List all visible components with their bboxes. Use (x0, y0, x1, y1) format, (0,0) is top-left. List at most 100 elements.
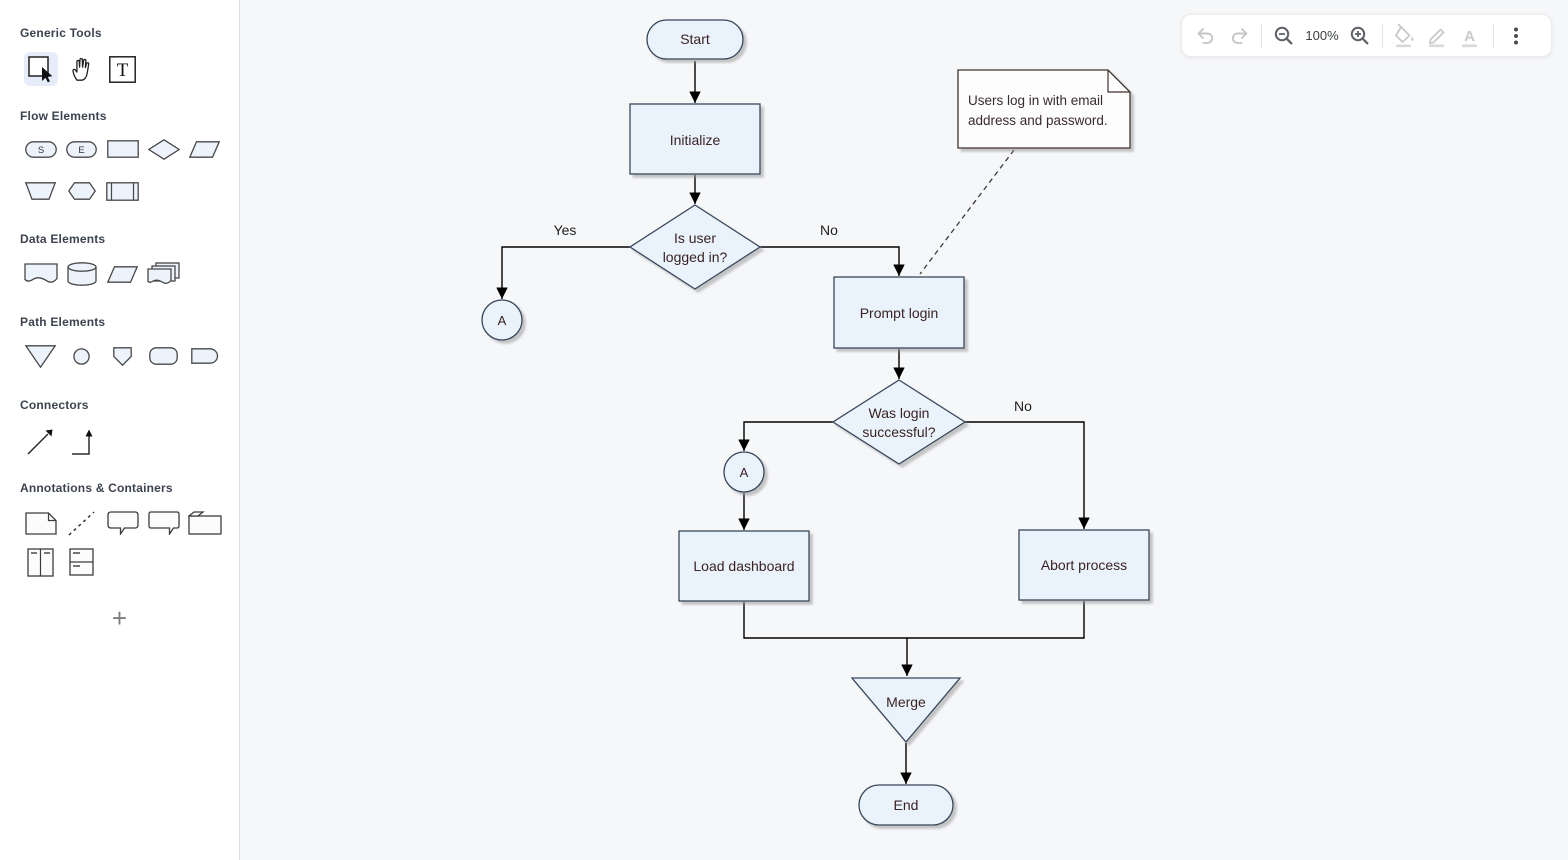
svg-text:E: E (78, 145, 84, 156)
undo-icon (1197, 27, 1214, 44)
toolbar-divider (1382, 23, 1383, 48)
selected-tool-highlight (23, 52, 58, 86)
svg-text:A: A (1464, 28, 1475, 45)
frame-corner-shape[interactable] (184, 510, 225, 536)
off-page-connector-shape[interactable] (102, 344, 143, 368)
node-decision-logged-in[interactable] (628, 204, 762, 290)
zoom-level-label: 100% (1305, 28, 1339, 43)
text-tool-icon: T (109, 55, 136, 83)
node-label: Initialize (670, 132, 721, 148)
zoom-out-icon (1274, 26, 1293, 44)
node-label: End (894, 797, 919, 813)
delay-shape[interactable] (184, 344, 225, 368)
section-title: Path Elements (20, 315, 106, 329)
document-shape[interactable] (20, 261, 61, 287)
node-label: Prompt login (860, 305, 939, 321)
node-connector-a2[interactable] (723, 451, 765, 493)
section-connectors: Connectors (20, 399, 233, 457)
add-shape-library-button[interactable]: + (111, 603, 128, 633)
note-shape[interactable] (20, 510, 61, 536)
section-flow-elements: Flow Elements S E (20, 110, 233, 201)
edge-decision1-yes-connector-a[interactable] (496, 246, 630, 299)
text-tool[interactable]: T (102, 51, 143, 87)
node-decision-login-successful[interactable] (831, 379, 967, 465)
node-abort-process[interactable] (1018, 529, 1150, 601)
node-connector-a1[interactable] (481, 299, 523, 341)
font-color-button[interactable]: A (1457, 22, 1485, 50)
vertical-container-shape[interactable] (20, 547, 61, 577)
callout-shape[interactable] (102, 510, 143, 536)
node-label: logged in? (663, 249, 728, 265)
zoom-in-button[interactable] (1346, 22, 1374, 50)
edge-decision1-no-prompt-login[interactable] (760, 246, 905, 276)
note-annotation[interactable] (957, 69, 1131, 149)
start-shape[interactable]: S (20, 139, 61, 159)
toolbar-divider (1261, 23, 1262, 48)
canvas-toolbar: 100% A (1181, 14, 1552, 57)
undo-button[interactable] (1192, 22, 1220, 50)
zoom-in-icon (1350, 26, 1369, 44)
pencil-icon (1428, 28, 1445, 47)
node-start[interactable] (646, 19, 744, 60)
manual-operation-shape[interactable] (20, 181, 61, 201)
dashed-line[interactable] (61, 510, 102, 536)
section-title: Data Elements (20, 232, 106, 246)
data-parallelogram-shape[interactable] (102, 261, 143, 287)
process-shape[interactable] (102, 139, 143, 159)
node-merge[interactable] (850, 677, 962, 744)
kebab-menu-icon (1514, 27, 1518, 44)
node-prompt-login[interactable] (833, 276, 965, 349)
decision-shape[interactable] (143, 138, 184, 160)
end-shape[interactable]: E (61, 139, 102, 159)
preparation-hexagon-shape[interactable] (61, 181, 102, 201)
merge-triangle-shape[interactable] (20, 344, 61, 368)
redo-button[interactable] (1225, 22, 1253, 50)
redo-icon (1231, 27, 1248, 44)
connector-circle-shape[interactable] (61, 344, 102, 368)
edge-decision2-connector-a[interactable] (738, 421, 833, 451)
predefined-process-shape[interactable] (102, 181, 143, 201)
io-parallelogram-shape[interactable] (184, 139, 225, 159)
node-initialize[interactable] (629, 103, 761, 175)
node-label: Load dashboard (693, 558, 794, 574)
note-text-line1: Users log in with email (968, 93, 1103, 108)
shape-palette-sidebar: Generic Tools (0, 0, 240, 860)
node-end[interactable] (858, 784, 954, 826)
more-options-button[interactable] (1502, 22, 1530, 50)
section-title: Connectors (20, 398, 89, 412)
straight-arrow-connector[interactable] (20, 425, 61, 457)
diagram-canvas[interactable]: Start Initialize Is user logged in? A Pr… (240, 0, 1568, 860)
callout-alt-shape[interactable] (143, 510, 184, 536)
section-title: Annotations & Containers (20, 481, 173, 495)
edge-decision2-no-abort[interactable] (965, 421, 1090, 529)
section-path-elements: Path Elements (20, 316, 233, 368)
font-color-icon: A (1462, 28, 1477, 47)
edge-note-dashed[interactable] (919, 149, 1015, 275)
line-color-button[interactable] (1424, 22, 1452, 50)
section-data-elements: Data Elements (20, 233, 233, 287)
pan-tool[interactable] (61, 51, 102, 87)
node-label: successful? (862, 424, 935, 440)
section-annotations-containers: Annotations & Containers (20, 481, 233, 577)
database-cylinder-shape[interactable] (61, 261, 102, 287)
node-label: Abort process (1041, 557, 1127, 573)
elbow-arrow-connector[interactable] (61, 425, 102, 457)
node-load-dashboard[interactable] (678, 530, 810, 602)
edge-label-no: No (820, 222, 838, 238)
section-title: Generic Tools (20, 26, 102, 40)
terminator-shape[interactable] (143, 344, 184, 368)
select-tool[interactable] (20, 51, 61, 87)
flowchart-svg: Start Initialize Is user logged in? A Pr… (481, 19, 1150, 826)
toolbar-divider (1493, 23, 1494, 48)
horizontal-container-shape[interactable] (61, 548, 102, 576)
node-label: Is user (674, 230, 716, 246)
multi-document-shape[interactable] (143, 261, 184, 287)
zoom-out-button[interactable] (1270, 22, 1298, 50)
select-cursor-icon (27, 56, 52, 83)
hand-icon (72, 57, 90, 81)
node-label: A (498, 313, 507, 328)
note-text-line2: address and password. (968, 113, 1108, 128)
fill-color-button[interactable] (1391, 22, 1419, 50)
edge-join-line[interactable] (743, 601, 1085, 639)
